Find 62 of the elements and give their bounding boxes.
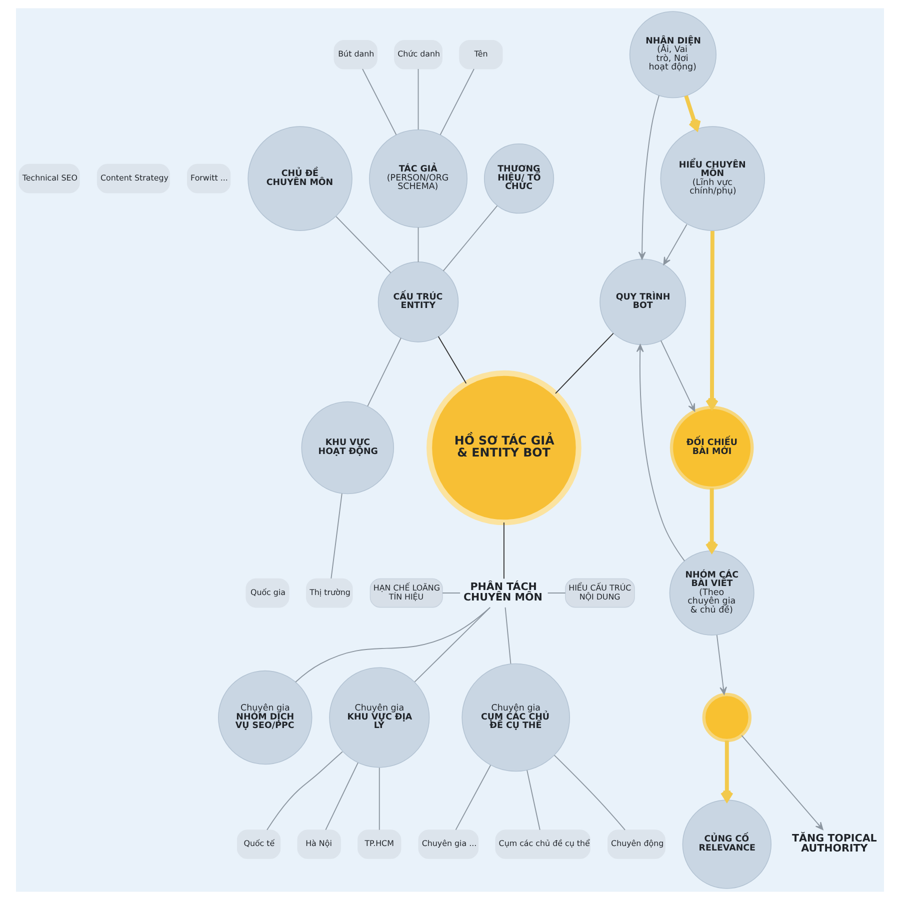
connector	[442, 205, 498, 272]
connector	[266, 751, 343, 830]
connector	[442, 592, 461, 594]
node-box: Quốc tế	[236, 830, 281, 859]
node-circle: NHÓM CÁC BÀI VIẾT (Theo chuyên gia & chủ đề)	[669, 550, 754, 636]
node-box: Cụm các chủ đề cụ thể	[495, 830, 590, 859]
arrow	[716, 634, 727, 695]
connector	[325, 762, 358, 830]
arrow	[638, 95, 660, 260]
node-box: Chuyên động	[608, 830, 666, 859]
connector	[362, 68, 397, 136]
connector	[367, 338, 402, 407]
connector	[440, 68, 474, 136]
connector	[295, 607, 490, 682]
arrow	[663, 224, 688, 266]
node-box: Thị trường	[306, 578, 353, 608]
arrow	[705, 488, 718, 553]
node-box: HẠN CHẾ LOÃNG TÍN HIỆU	[370, 578, 443, 608]
connector	[336, 216, 392, 274]
node-circle: QUY TRÌNH BOT	[600, 258, 686, 346]
node-text: TĂNG TOPICAL AUTHORITY	[792, 832, 877, 855]
node-circle: CHỦ ĐỀ CHUYÊN MÔN	[248, 126, 352, 231]
connector	[554, 754, 626, 830]
node-circle: ĐỐI CHIẾU BÀI MỚI	[670, 406, 754, 490]
connector	[418, 68, 419, 130]
arrow	[660, 340, 696, 412]
connector	[414, 606, 491, 682]
node-box: Chuyên gia ...	[418, 830, 479, 859]
node-circle: HỒ SƠ TÁC GIẢ & ENTITY BOT	[426, 370, 582, 526]
node-circle: Chuyên gia KHU VỰC ĐỊA LÝ	[329, 667, 430, 768]
node-circle: CẤU TRÚC ENTITY	[378, 262, 459, 342]
node-text: PHÂN TÁCH CHUYÊN MÔN	[463, 581, 542, 604]
node-box: Hà Nội	[297, 830, 341, 859]
node-box: HIỂU CẤU TRÚC NỘI DUNG	[565, 578, 635, 608]
node-box: TP.HCM	[358, 830, 402, 859]
arrow	[636, 344, 685, 562]
connector	[503, 522, 504, 580]
node-circle: CỦNG CỐ RELEVANCE	[682, 800, 772, 889]
arrow	[720, 740, 734, 802]
connector	[330, 493, 342, 579]
connector	[378, 767, 380, 830]
connector	[504, 606, 512, 664]
connector	[455, 764, 492, 830]
node-circle: THƯƠNG HIỆU/ TỔ CHỨC	[484, 144, 554, 214]
connector	[526, 770, 540, 830]
node-circle: HIỂU CHUYÊN MÔN (Lĩnh vực chính/phụ)	[660, 126, 765, 231]
node-circle: KHU VỰC HOẠT ĐỘNG	[301, 401, 394, 494]
node-circle	[702, 692, 752, 742]
node-box: Bút danh	[334, 40, 378, 70]
connector	[547, 592, 566, 594]
arrow	[741, 734, 824, 830]
node-circle: Chuyên gia CỤM CÁC CHỦ ĐỀ CỤ THỂ	[462, 663, 570, 772]
node-box: Tên	[459, 40, 503, 70]
connector	[418, 227, 419, 262]
node-circle: NHẬN DIỆN (Ai, Vai trò, Nơi hoạt động)	[629, 11, 716, 98]
node-circle: Chuyên gia NHÓM DỊCH VỤ SEO/PPC	[218, 670, 312, 765]
arrow	[684, 95, 701, 131]
connector	[438, 336, 467, 384]
connector	[555, 332, 614, 394]
node-box: Chức danh	[394, 40, 442, 70]
arrow	[706, 230, 718, 410]
node-circle: TÁC GIẢ (PERSON/ORG SCHEMA)	[369, 129, 468, 228]
